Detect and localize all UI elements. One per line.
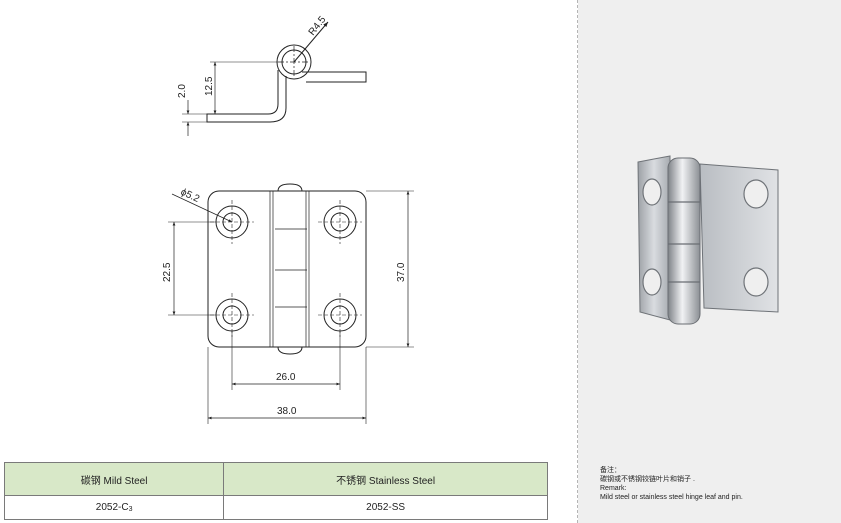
header-stainless-steel: 不锈钢 Stainless Steel — [223, 462, 548, 496]
remark-cn-text: 碳钢或不锈钢铰链叶片和销子 . — [600, 476, 695, 483]
technical-drawing: R4.5 12.5 2.0 — [162, 14, 414, 424]
front-view — [168, 183, 414, 424]
hinge-photo — [637, 155, 779, 325]
header-mild-steel: 碳钢 Mild Steel — [3, 462, 225, 496]
table-row: 2052-C3 2052-SS — [3, 495, 548, 520]
pin-top — [277, 183, 303, 192]
cell-mild-part: 2052-C3 — [3, 495, 225, 520]
dim-37-label: 37.0 — [396, 262, 407, 282]
radius-leader — [293, 21, 329, 63]
knuckle — [667, 157, 701, 325]
photo-hole — [642, 268, 662, 296]
dim-26-label: 26.0 — [276, 372, 296, 383]
hinge-drawing-svg: R4.5 12.5 2.0 — [162, 14, 414, 424]
hole-top-right — [318, 200, 362, 244]
dim-radius-label: R4.5 — [307, 14, 329, 38]
diameter-leader — [171, 193, 233, 223]
dim-22-5-label: 22.5 — [162, 262, 173, 282]
hole-bottom-left — [210, 293, 254, 337]
hinge-outline — [207, 190, 367, 348]
dim-2-0-label: 2.0 — [177, 84, 188, 98]
side-view — [182, 21, 367, 136]
remark-en-text: Mild steel or stainless steel hinge leaf… — [600, 494, 743, 501]
dim-38-label: 38.0 — [277, 406, 297, 417]
hole-bottom-right — [318, 293, 362, 337]
remark-block: 备注： 碳钢或不锈钢铰链叶片和销子 . Remark: Mild steel o… — [600, 466, 835, 502]
dim-12-5-label: 12.5 — [204, 76, 215, 96]
side-leaf-left — [206, 70, 287, 123]
product-panel: 备注： 碳钢或不锈钢铰链叶片和销子 . Remark: Mild steel o… — [578, 0, 841, 523]
cell-stainless-part: 2052-SS — [223, 495, 548, 520]
panel-divider — [577, 0, 578, 523]
remark-en-title: Remark: — [600, 485, 627, 492]
side-leaf-right — [302, 71, 367, 83]
photo-hole — [642, 178, 662, 206]
pin-bottom — [277, 346, 303, 355]
photo-hole — [743, 267, 769, 297]
spec-table: 碳钢 Mild Steel 不锈钢 Stainless Steel 2052-C… — [3, 462, 548, 520]
photo-hole — [743, 179, 769, 209]
remark-cn-title: 备注： — [600, 467, 621, 474]
